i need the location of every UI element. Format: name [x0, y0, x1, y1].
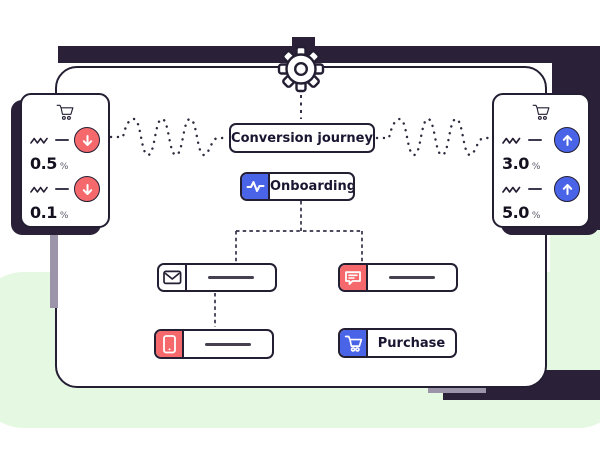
right-wavy-connector [375, 117, 493, 157]
phone-placeholder [184, 342, 272, 346]
text-placeholder [205, 342, 251, 346]
arrow-up-badge [554, 127, 580, 153]
backdrop-accent-strip [428, 384, 486, 393]
arrow-up-badge [554, 176, 580, 202]
purchase-label: Purchase [377, 335, 446, 351]
metric-unit: % [59, 162, 69, 172]
text-placeholder [528, 187, 542, 191]
metric-row: 0.1 % [30, 173, 100, 222]
cart-icon [340, 330, 368, 356]
pulse-icon [242, 174, 270, 199]
envelope-icon [159, 265, 187, 290]
metric-unit: % [531, 162, 541, 172]
phone-node [154, 329, 274, 359]
metric-unit: % [531, 211, 541, 221]
email-node [157, 263, 277, 292]
chat-placeholder [368, 276, 456, 279]
chat-node [338, 263, 458, 292]
shopping-cart-icon [56, 104, 74, 120]
purchase-node: Purchase [338, 328, 457, 358]
arrow-down-badge [74, 176, 100, 202]
trend-squiggle-icon [502, 186, 521, 193]
conversion-journey-label: Conversion journey [231, 130, 373, 146]
metric-row: 3.0 % [502, 124, 580, 173]
metric-row: 0.5 % [30, 124, 100, 173]
left-stat-card: 0.5 % 0.1 % [20, 93, 110, 228]
metric-value: 0.1 [30, 203, 57, 222]
shopping-cart-icon [532, 104, 550, 120]
arrow-down-badge [74, 127, 100, 153]
metric-value: 3.0 [502, 154, 529, 173]
tree-connector-lines [235, 201, 363, 262]
left-wavy-connector [109, 117, 230, 157]
right-stat-card: 3.0 % 5.0 % [492, 93, 590, 228]
text-placeholder [55, 138, 69, 142]
chat-bubble-icon [340, 265, 368, 290]
trend-squiggle-icon [502, 137, 521, 144]
smartphone-icon [156, 331, 184, 357]
onboarding-label: Onboarding [270, 179, 355, 194]
metric-value: 0.5 [30, 154, 57, 173]
backdrop-accent-strip [50, 230, 58, 308]
trend-squiggle-icon [30, 137, 48, 144]
metric-unit: % [59, 211, 69, 221]
text-placeholder [55, 187, 69, 191]
text-placeholder [389, 276, 435, 279]
conversion-journey-node: Conversion journey [229, 123, 375, 153]
text-placeholder [528, 138, 542, 142]
metric-value: 5.0 [502, 203, 529, 222]
diagram-panel [55, 66, 547, 388]
backdrop-shadow-band [58, 46, 600, 63]
onboarding-node: Onboarding [240, 172, 355, 201]
text-placeholder [208, 276, 254, 279]
email-placeholder [187, 276, 275, 279]
metric-row: 5.0 % [502, 173, 580, 222]
gear-icon [277, 45, 325, 93]
trend-squiggle-icon [30, 186, 48, 193]
